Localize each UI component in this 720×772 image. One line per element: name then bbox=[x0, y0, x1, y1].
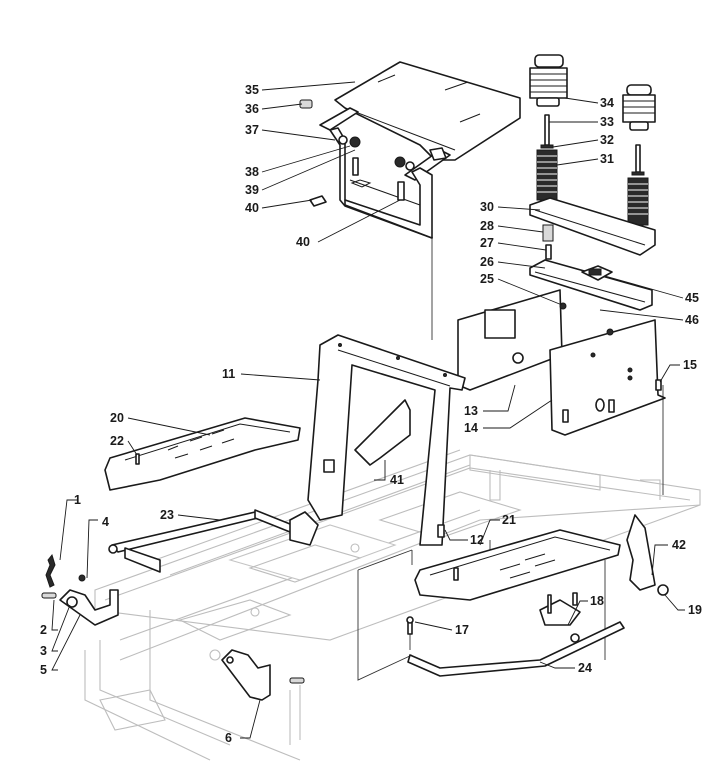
lower-channel bbox=[529, 259, 653, 311]
callout-22: 22 bbox=[110, 434, 124, 448]
callout-1: 1 bbox=[74, 493, 81, 507]
callout-33: 33 bbox=[600, 115, 614, 129]
callout-37: 37 bbox=[245, 123, 259, 137]
callout-46: 46 bbox=[685, 313, 699, 327]
callout-27: 27 bbox=[480, 236, 494, 250]
callout-15: 15 bbox=[683, 358, 697, 372]
callout-39: 39 bbox=[245, 183, 259, 197]
callout-labels: 35 36 37 38 39 40 40 34 33 32 31 30 28 2… bbox=[40, 83, 702, 745]
suspension-left bbox=[529, 54, 568, 201]
right-front-bracket bbox=[221, 649, 305, 701]
callout-25: 25 bbox=[480, 272, 494, 286]
callout-19: 19 bbox=[688, 603, 702, 617]
seat-support-frame bbox=[307, 334, 466, 546]
callout-11: 11 bbox=[222, 367, 235, 381]
callout-20: 20 bbox=[110, 411, 124, 425]
nut-icon bbox=[657, 584, 669, 596]
callout-13: 13 bbox=[464, 404, 478, 418]
callout-5: 5 bbox=[40, 663, 47, 677]
callout-40a: 40 bbox=[245, 201, 259, 215]
callout-18: 18 bbox=[590, 594, 604, 608]
left-plate bbox=[354, 399, 411, 466]
callout-24: 24 bbox=[578, 661, 592, 675]
seat-bracket bbox=[299, 99, 447, 239]
callout-21: 21 bbox=[502, 513, 516, 527]
right-footrest-support bbox=[407, 594, 625, 677]
callout-40b: 40 bbox=[296, 235, 310, 249]
right-footrest bbox=[414, 529, 621, 601]
callout-38: 38 bbox=[245, 165, 259, 179]
left-footrest-support bbox=[108, 509, 319, 573]
assembly-guides bbox=[357, 235, 664, 681]
callout-26: 26 bbox=[480, 255, 494, 269]
callout-17: 17 bbox=[455, 623, 469, 637]
callout-6: 6 bbox=[225, 731, 232, 745]
suspension-right bbox=[622, 84, 656, 226]
callout-12: 12 bbox=[470, 533, 484, 547]
leader-lines bbox=[51, 81, 685, 739]
callout-4: 4 bbox=[102, 515, 109, 529]
rear-panel bbox=[457, 289, 567, 391]
callout-28: 28 bbox=[480, 219, 494, 233]
callout-3: 3 bbox=[40, 644, 47, 658]
right-plate bbox=[626, 514, 669, 596]
callout-32: 32 bbox=[600, 133, 614, 147]
chassis-frame bbox=[84, 449, 701, 761]
callout-42: 42 bbox=[672, 538, 686, 552]
small-fasteners bbox=[406, 592, 578, 635]
callout-34: 34 bbox=[600, 96, 614, 110]
callout-2: 2 bbox=[40, 623, 47, 637]
seat-plate bbox=[319, 61, 521, 181]
callout-36: 36 bbox=[245, 102, 259, 116]
callout-14: 14 bbox=[464, 421, 478, 435]
spacer-and-spring bbox=[542, 224, 554, 260]
callout-41: 41 bbox=[390, 473, 404, 487]
upper-channel bbox=[529, 197, 656, 256]
left-footrest bbox=[104, 417, 301, 491]
callout-35: 35 bbox=[245, 83, 259, 97]
callout-31: 31 bbox=[600, 152, 614, 166]
side-panel bbox=[549, 319, 666, 436]
left-front-bracket bbox=[41, 553, 119, 626]
callout-45: 45 bbox=[685, 291, 699, 305]
callout-23: 23 bbox=[160, 508, 174, 522]
callout-30: 30 bbox=[480, 200, 494, 214]
